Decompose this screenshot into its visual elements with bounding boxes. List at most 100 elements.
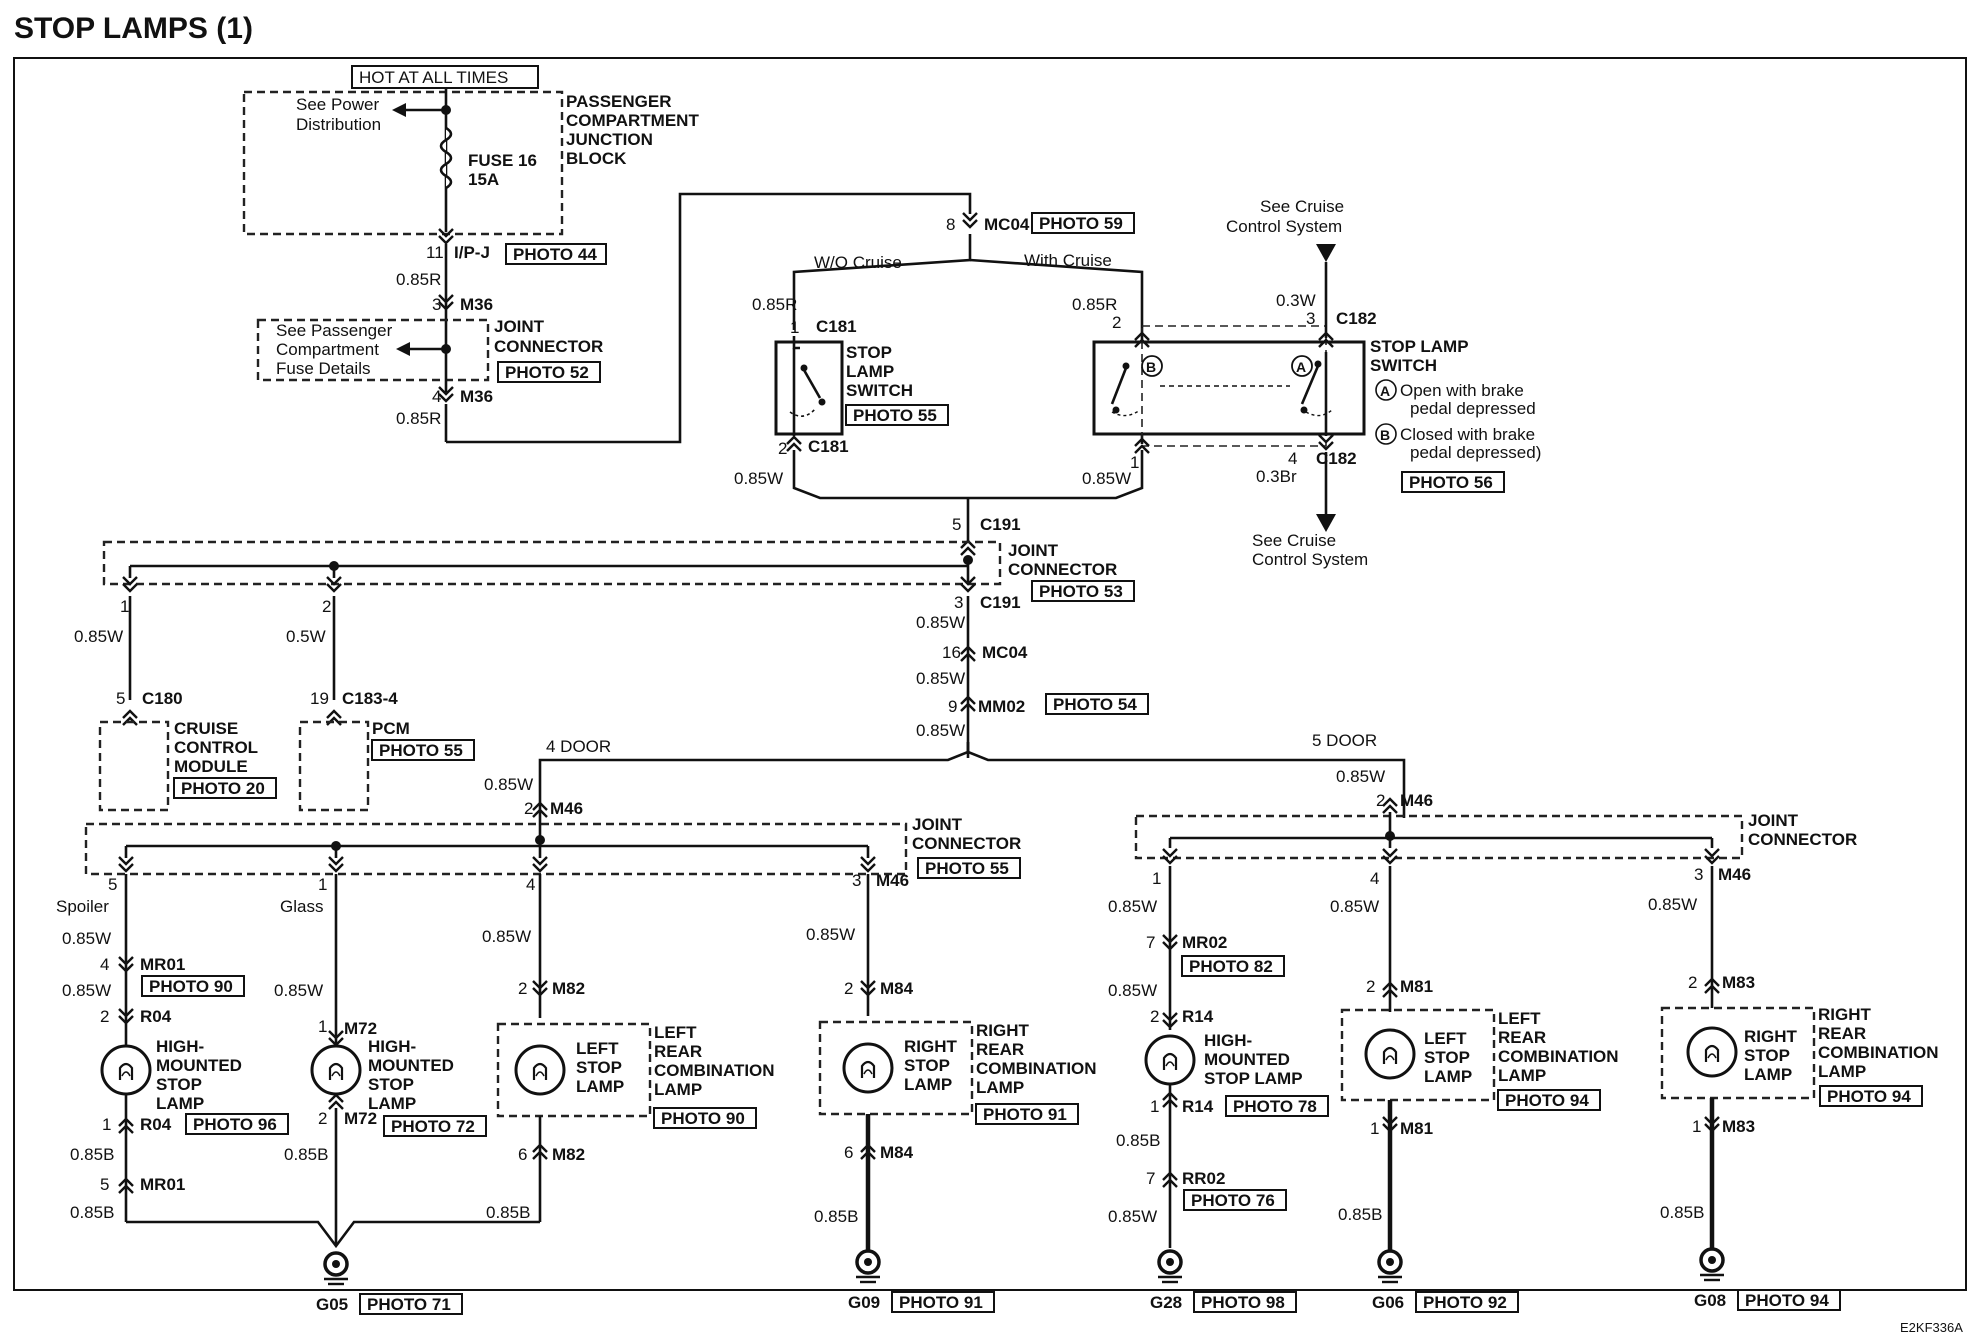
wire-label-085w-l5: 0.85W (1330, 897, 1379, 916)
m83-pin-out: 1 (1692, 1117, 1701, 1136)
see-power-distribution-2: Distribution (296, 115, 381, 134)
switch-right-name-1: STOP LAMP (1370, 337, 1469, 356)
see-cruise-bottom-2: Control System (1252, 550, 1368, 569)
wire-label-085r-1: 0.85R (396, 270, 441, 289)
mm02-pin: 9 (948, 697, 957, 716)
wire-label-085w-h5a: 0.85W (1108, 897, 1157, 916)
note-b-line-1: Closed with brake (1400, 425, 1535, 444)
mark-a: A (1296, 359, 1306, 375)
junction-block-name-2: COMPARTMENT (566, 111, 699, 130)
door5-label: 5 DOOR (1312, 731, 1377, 750)
right-comb-4d-1: RIGHT (976, 1021, 1030, 1040)
mr02-pin: 7 (1146, 933, 1155, 952)
see-power-distribution-1: See Power (296, 95, 379, 114)
left-comb-5d-4: LAMP (1498, 1066, 1546, 1085)
hm-lamp2-name-3: STOP (368, 1075, 414, 1094)
m72-photo-box (383, 1115, 487, 1137)
joint-m46-4d-photo-box (917, 857, 1021, 879)
mc04-mid-connector: MC04 (982, 643, 1028, 662)
mm02-connector: MM02 (978, 697, 1025, 716)
wire-label-085w-4d: 0.85W (484, 775, 533, 794)
branch-with-cruise: With Cruise (1024, 251, 1112, 270)
switch-left-name-2: LAMP (846, 362, 894, 381)
c191-name-2: CONNECTOR (1008, 560, 1117, 579)
right-stop-lamp-4d-icon (842, 1042, 894, 1094)
c191-name-1: JOINT (1008, 541, 1059, 560)
left-comb-5d-photo: PHOTO 94 (1505, 1091, 1589, 1110)
fuse-rating: 15A (468, 170, 499, 189)
right-lamp-4d-1: RIGHT (904, 1037, 958, 1056)
r04-pin-out: 1 (102, 1115, 111, 1134)
c191-connector-out: C191 (980, 593, 1021, 612)
m81-pin-in: 2 (1366, 977, 1375, 996)
wire-label-085w-1: 0.85W (734, 469, 783, 488)
c182-connector-top: C182 (1336, 309, 1377, 328)
wire-label-085b-h5: 0.85B (1116, 1131, 1160, 1150)
mm02-photo-box (1045, 693, 1149, 715)
switch-c181-terminal (818, 398, 826, 406)
right-lamp-4d-2: STOP (904, 1056, 950, 1075)
joint-connector-m46-5d-outline (1134, 814, 1744, 860)
hm-lamp1-name-3: STOP (156, 1075, 202, 1094)
m72-connector-out: M72 (344, 1109, 377, 1128)
ipj-pin: 11 (426, 243, 444, 262)
g08-photo: PHOTO 94 (1745, 1291, 1829, 1310)
mc04-photo-box (1031, 212, 1135, 234)
see-passenger-2: Compartment (276, 340, 379, 359)
hmsl-spoiler-lamp-icon (100, 1044, 152, 1096)
note-b-line-2: pedal depressed) (1410, 443, 1541, 462)
m36-photo-box (497, 361, 601, 383)
m46-5d-pin-3: 3 (1694, 865, 1703, 884)
mc04-mid-pin: 16 (942, 643, 961, 662)
left-stop-lamp-4d-outline (496, 1022, 652, 1118)
cruise-module-photo-box (173, 777, 277, 799)
left-comb-4d-2: REAR (654, 1042, 702, 1061)
right-comb-4d-4: LAMP (976, 1078, 1024, 1097)
c191-connector-in: C191 (980, 515, 1021, 534)
m72-pin-out: 2 (318, 1109, 327, 1128)
m46-4d-pin-3: 3 (852, 871, 861, 890)
right-lamp-4d-3: LAMP (904, 1075, 952, 1094)
see-cruise-bottom-1: See Cruise (1252, 531, 1336, 550)
m72-pin-in: 1 (318, 1017, 327, 1036)
c180-connector: C180 (142, 689, 183, 708)
connector-m46-5d-pin4-icon (1381, 847, 1399, 865)
m36-photo: PHOTO 52 (505, 363, 589, 382)
wire-label-085w-5: 0.85W (916, 721, 965, 740)
hm-lamp2-name-2: MOUNTED (368, 1056, 454, 1075)
switch-a-pivot (1314, 360, 1322, 368)
wire-label-085b-r5: 0.85B (1660, 1203, 1704, 1222)
wire-085w-c182-out (968, 450, 1144, 500)
m46-5d-pin-4: 4 (1370, 869, 1379, 888)
left-lamp-4d-1: LEFT (576, 1039, 619, 1058)
g08-photo-box (1737, 1289, 1841, 1311)
wire-label-085r-2: 0.85R (396, 409, 441, 428)
switch-a-terminal (1300, 406, 1308, 414)
rr02-photo-box (1183, 1189, 1287, 1211)
note-a-line-1: Open with brake (1400, 381, 1524, 400)
m46-4d-connector: M46 (550, 799, 583, 818)
connector-m46-4d-pin5-icon (117, 855, 135, 873)
left-comb-4d-3: COMBINATION (654, 1061, 775, 1080)
cruise-module-name-1: CRUISE (174, 719, 238, 738)
wire-label-085w-5d: 0.85W (1336, 767, 1385, 786)
wire-085r-loop (446, 192, 972, 444)
wire-label-03br: 0.3Br (1256, 467, 1297, 486)
g09-name: G09 (848, 1293, 880, 1312)
cruise-module-name-2: CONTROL (174, 738, 258, 757)
mr01-connector: MR01 (140, 955, 185, 974)
fuse-name: FUSE 16 (468, 151, 537, 170)
wire-g05-bus (126, 1220, 540, 1249)
mr01-pin-2: 5 (100, 1175, 109, 1194)
m72-connector-in: M72 (344, 1019, 377, 1038)
joint-m46-4d-name-2: CONNECTOR (912, 834, 1021, 853)
wire-label-03w: 0.3W (1276, 291, 1316, 310)
m82-connector-out: M82 (552, 1145, 585, 1164)
r14-photo: PHOTO 78 (1233, 1097, 1317, 1116)
joint-m36-name-1: JOINT (494, 317, 545, 336)
connector-m72-out-icon (327, 1093, 345, 1111)
right-comb-5d-1: RIGHT (1818, 1005, 1872, 1024)
left-stop-lamp-4d-icon (514, 1044, 566, 1096)
r14-connector-in: R14 (1182, 1007, 1214, 1026)
mm02-photo: PHOTO 54 (1053, 695, 1137, 714)
